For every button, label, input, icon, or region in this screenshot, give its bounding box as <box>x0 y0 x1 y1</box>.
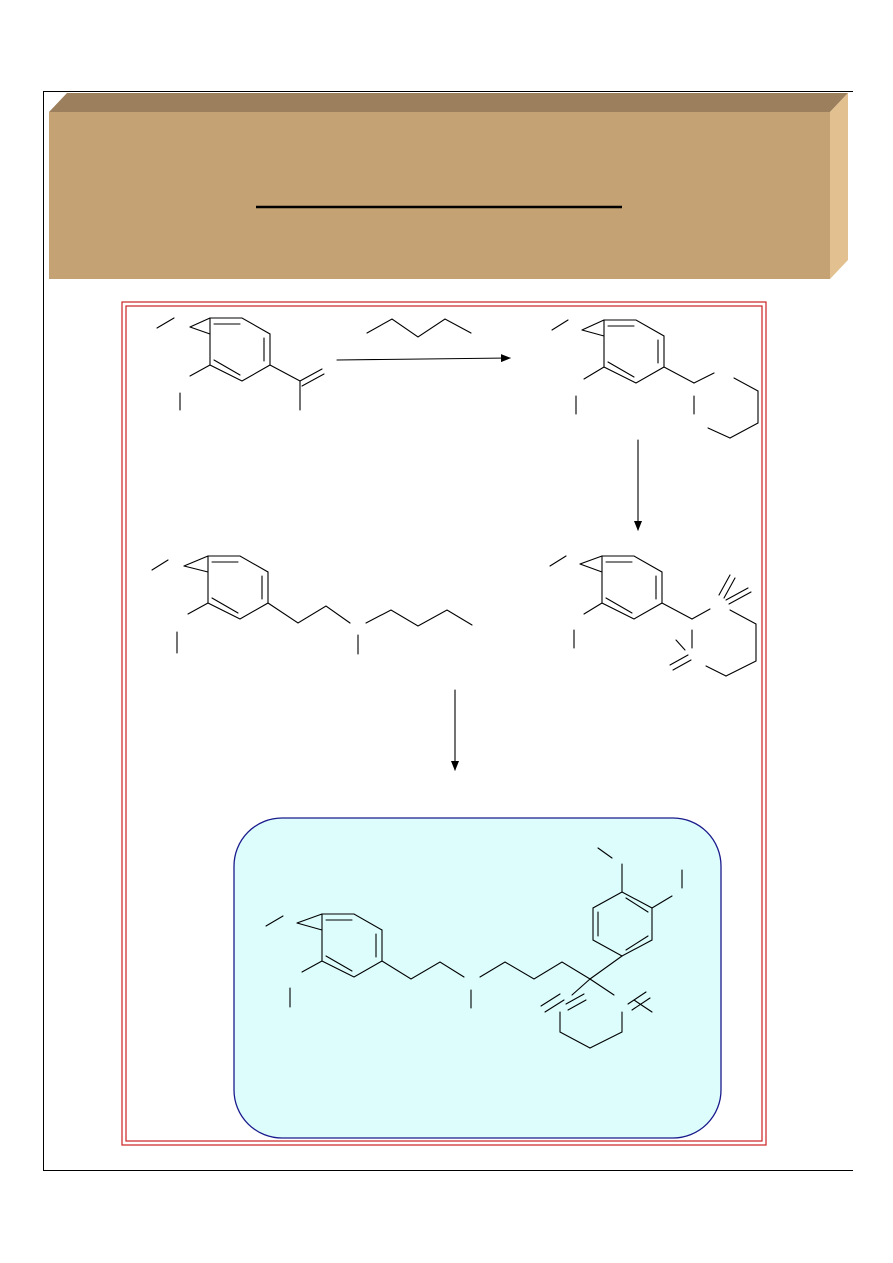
amine-reagent <box>151 555 473 655</box>
header-banner <box>49 93 848 279</box>
banner-top-face <box>49 93 848 112</box>
target-product <box>265 847 683 1049</box>
page-frame <box>43 91 853 1171</box>
product-box <box>233 817 722 1139</box>
dithiane-dioxide-intermediate <box>549 555 757 677</box>
dithiane-intermediate <box>551 319 759 439</box>
reagent-chain <box>366 318 472 338</box>
banner-side-face <box>830 93 848 279</box>
scheme-border <box>121 301 767 1146</box>
banner-front-face <box>49 112 830 279</box>
starting-material <box>156 317 325 411</box>
reaction-arrow-1 <box>336 354 511 363</box>
